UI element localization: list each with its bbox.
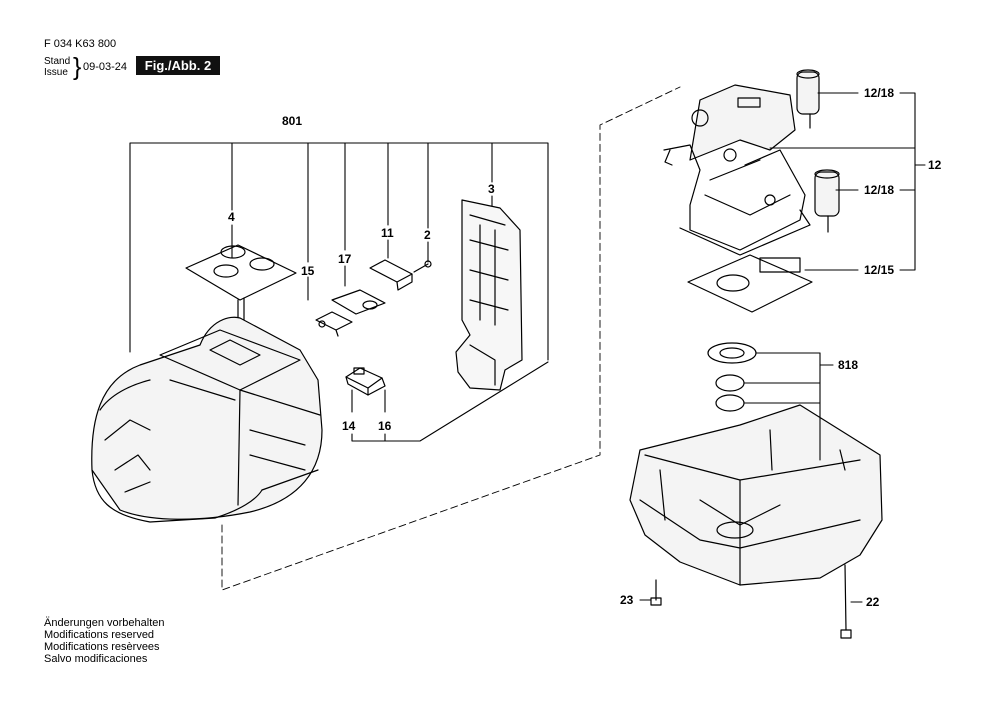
brace-icon: } [73, 53, 82, 81]
callout-15: 15 [301, 264, 315, 278]
part-3-side-cover [455, 199, 523, 391]
base-housing [629, 404, 883, 586]
part-818-seals [707, 342, 757, 412]
issue-label: Issue [44, 67, 68, 78]
part-11-bracket [369, 259, 413, 291]
note-en: Modifications reserved [44, 629, 155, 641]
dashed-assembly-frame [221, 86, 681, 591]
part-4-label-plate [185, 244, 297, 331]
figure-badge: Fig./Abb. 2 [136, 56, 220, 75]
bracket-14-16 [351, 361, 549, 442]
callout-12-15: 12/15 [864, 263, 895, 277]
part-801-housing [91, 316, 323, 523]
callout-4: 4 [228, 210, 235, 224]
part-15-clip [315, 311, 353, 337]
callout-12: 12 [928, 158, 942, 172]
callout-17: 17 [338, 252, 352, 266]
callout-22: 22 [866, 595, 880, 609]
note-fr: Modifications resèrvees [44, 641, 160, 653]
document-number: F 034 K63 800 [44, 38, 117, 50]
callout-801: 801 [282, 114, 303, 128]
stand-issue-labels: Stand Issue [44, 56, 70, 78]
part-17-plate [331, 289, 386, 315]
stand-label: Stand [44, 56, 71, 67]
callout-12-18-top: 12/18 [864, 86, 895, 100]
part-22-screw [840, 564, 852, 639]
callout-11: 11 [381, 226, 394, 240]
issue-date: 09-03-24 [83, 61, 128, 73]
part-12-15-circuit-board [687, 254, 813, 313]
part-12-18-motor-mid [814, 169, 840, 233]
callout-23: 23 [620, 593, 634, 607]
callout-12-18-mid: 12/18 [864, 183, 895, 197]
part-14-16-clips [345, 367, 386, 396]
callout-14: 14 [342, 419, 356, 433]
part-23-screw [650, 579, 662, 606]
part-12-module [663, 84, 811, 256]
part-12-18-motor-top [796, 69, 820, 129]
note-es: Salvo modificaciones [44, 653, 148, 665]
callout-3: 3 [488, 182, 495, 196]
part-2-screw [413, 260, 432, 273]
modification-notes: Änderungen vorbehalten Modifications res… [44, 617, 164, 665]
callout-2: 2 [424, 228, 431, 242]
callout-818: 818 [838, 358, 859, 372]
note-de: Änderungen vorbehalten [44, 617, 165, 629]
right-callout-lines [639, 92, 926, 603]
callout-16: 16 [378, 419, 392, 433]
bracket-801 [129, 142, 549, 361]
